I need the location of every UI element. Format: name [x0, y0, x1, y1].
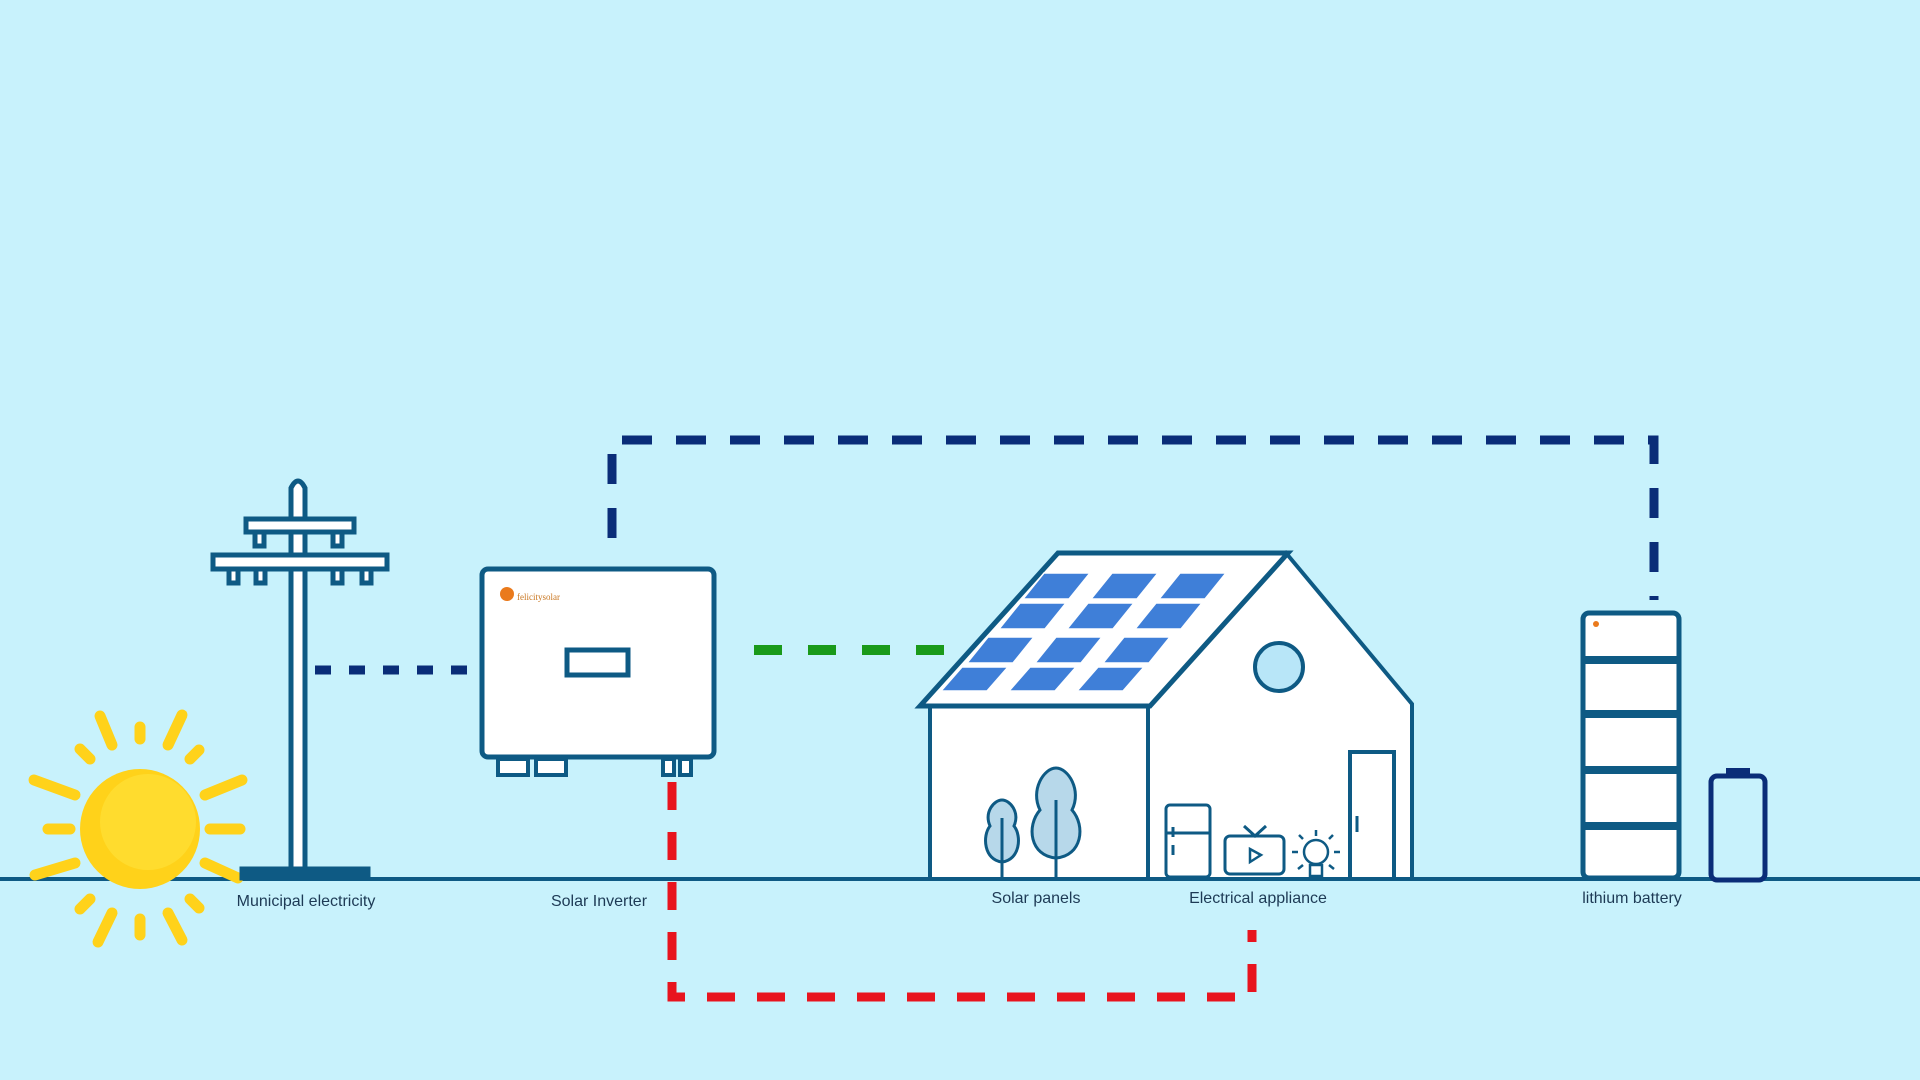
tree-icon — [1030, 766, 1082, 879]
brand-logo-icon — [500, 587, 514, 601]
solar-inverter-label: Solar Inverter — [550, 893, 648, 910]
bulb-icon — [1292, 830, 1340, 878]
battery-grid-connection — [607, 435, 1659, 600]
sun-icon — [28, 709, 248, 948]
utility-pole-icon — [210, 478, 390, 881]
tv-icon — [1223, 824, 1286, 876]
lithium-battery-label: lithium battery — [1582, 890, 1682, 907]
solar-panel-icon — [939, 572, 1228, 692]
fridge-icon — [1164, 803, 1212, 879]
electrical-appliance-label: Electrical appliance — [1189, 890, 1327, 907]
battery-stack-icon — [1580, 610, 1682, 881]
battery-icon — [1708, 768, 1768, 883]
tree-icon — [984, 798, 1020, 879]
solar-panels-label: Solar panels — [991, 890, 1081, 907]
inverter-load-connection — [667, 782, 1257, 1002]
window-icon — [1253, 641, 1305, 693]
municipal-electricity-label: Municipal electricity — [236, 893, 376, 910]
door-icon — [1348, 750, 1396, 881]
inverter-icon: felicitysolar — [479, 566, 717, 777]
brand-logo-text: felicitysolar — [517, 592, 560, 602]
